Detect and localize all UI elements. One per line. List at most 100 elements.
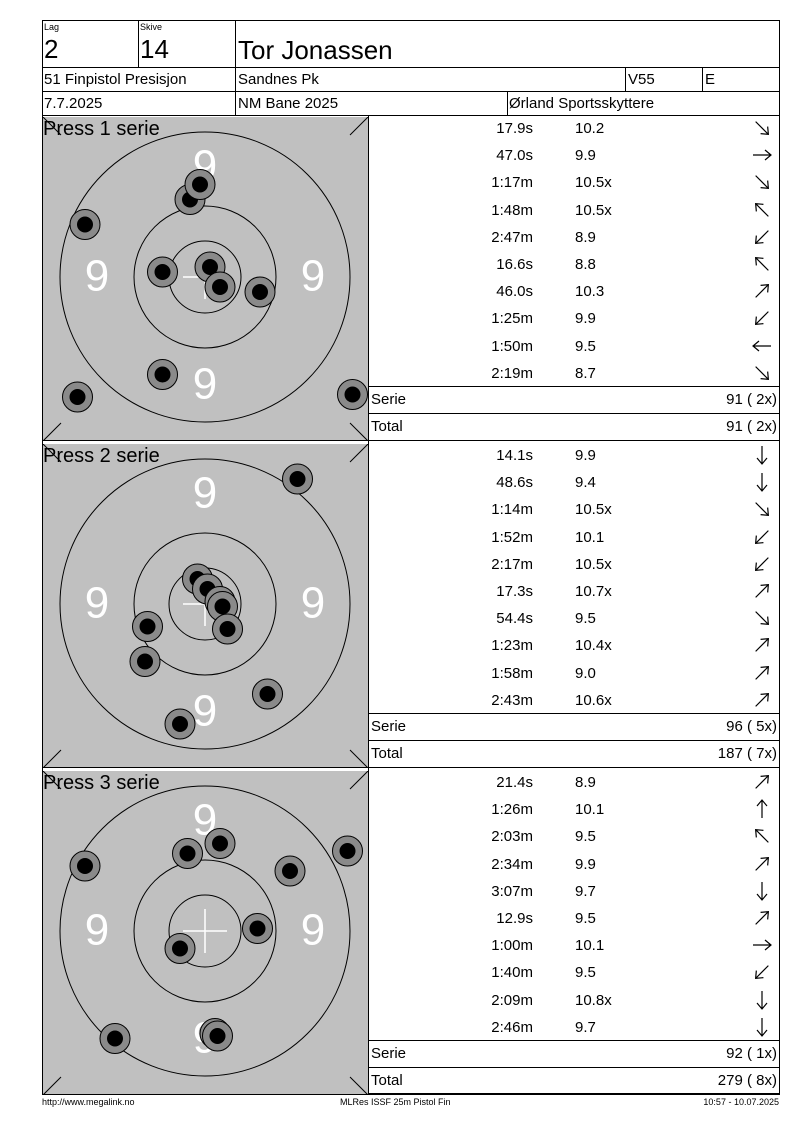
shot-score: 10.5x — [575, 174, 612, 192]
shot-time: 1:17m — [491, 174, 533, 192]
skive-value: 14 — [140, 34, 169, 64]
shot-hole — [204, 828, 236, 859]
shot-hole — [274, 855, 306, 887]
divider — [42, 1094, 780, 1095]
shot-time: 14.1s — [496, 447, 533, 464]
direction-arrow-icon — [754, 829, 769, 844]
shot-score: 8.9 — [575, 228, 596, 246]
serie-label: Serie — [371, 391, 407, 408]
serie-row: Serie 92 ( 1x) — [369, 1040, 779, 1067]
direction-arrow-icon — [754, 256, 769, 271]
shot-score: 8.8 — [575, 256, 596, 273]
event-name: 51 Finpistol Presisjon — [44, 71, 187, 88]
target-ring — [133, 859, 277, 1003]
shot-score: 9.5 — [575, 964, 596, 982]
ring-label: 9 — [193, 360, 217, 409]
divider — [138, 20, 139, 68]
footer-website[interactable]: http://www.megalink.no — [42, 1097, 135, 1107]
shot-hole — [202, 1020, 233, 1052]
shot-score: 10.1 — [575, 801, 605, 819]
corner-mark — [349, 771, 368, 790]
shot-time: 47.0s — [496, 147, 533, 165]
shot-time: 17.9s — [496, 120, 533, 137]
shot-score: 10.8x — [575, 991, 612, 1009]
lag-value: 2 — [44, 34, 59, 64]
shot-hole — [212, 613, 243, 645]
shot-hole — [337, 379, 368, 410]
direction-arrow-icon — [755, 774, 770, 789]
shot-time: 1:52m — [491, 528, 533, 546]
direction-arrow-icon — [756, 990, 768, 1010]
divider — [369, 413, 780, 414]
shot-hole — [332, 835, 363, 867]
shot-score: 9.5 — [575, 828, 596, 846]
shot-score: 10.6x — [575, 691, 612, 709]
direction-arrow-icon — [755, 284, 770, 298]
ring-label: 9 — [85, 579, 109, 628]
direction-arrow-icon — [754, 311, 769, 326]
serie-label: Serie — [371, 1045, 407, 1062]
corner-mark — [43, 771, 62, 790]
lag-label: Lag — [44, 22, 60, 32]
shot-time: 2:09m — [491, 991, 533, 1009]
ring-label: 9 — [193, 687, 217, 736]
serie-value: 92 ( 1x) — [726, 1045, 777, 1062]
shot-time: 12.9s — [496, 910, 533, 927]
divider — [625, 67, 626, 91]
corner-mark — [349, 117, 368, 136]
divider — [42, 440, 780, 441]
corner-mark — [43, 749, 62, 768]
target-ring — [59, 131, 351, 423]
shot-score: 9.5 — [575, 910, 596, 927]
shot-score: 9.0 — [575, 664, 596, 682]
category-value: E — [705, 71, 716, 88]
total-value: 279 ( 8x) — [717, 1072, 777, 1089]
direction-arrow-icon — [754, 965, 769, 980]
shot-hole — [99, 1023, 131, 1054]
direction-arrow-icon — [754, 202, 769, 217]
center-cross — [183, 909, 227, 953]
serie-label: Serie — [371, 718, 407, 735]
direction-arrow-icon — [755, 910, 770, 925]
shot-time: 2:43m — [491, 691, 533, 709]
corner-mark — [43, 422, 62, 441]
shot-row: 2:43m 10.6x — [369, 687, 779, 714]
shot-hole — [204, 271, 236, 303]
direction-arrow-icon — [753, 149, 772, 161]
shot-score: 10.1 — [575, 528, 605, 546]
shot-time: 1:58m — [491, 664, 533, 682]
shot-time: 1:25m — [491, 310, 533, 328]
shot-score: 9.4 — [575, 474, 596, 492]
direction-arrow-icon — [756, 881, 768, 901]
shot-time: 54.4s — [496, 610, 533, 628]
target-ring — [59, 458, 351, 750]
ring-label: 9 — [301, 252, 325, 301]
divider — [235, 20, 236, 116]
shot-time: 46.0s — [496, 283, 533, 301]
shot-score: 9.7 — [575, 882, 596, 900]
shot-score: 9.9 — [575, 147, 596, 165]
direction-arrow-icon — [754, 529, 769, 544]
shot-row: 2:09m 10.8x — [369, 987, 779, 1014]
shot-hole — [242, 913, 273, 944]
shot-score: 10.7x — [575, 583, 612, 600]
shot-hole — [282, 463, 313, 495]
divider — [702, 67, 703, 91]
organizer-name: Ørland Sportsskyttere — [509, 95, 655, 112]
shot-time: 2:19m — [491, 364, 533, 382]
ring-label: 9 — [301, 906, 325, 955]
result-card — [42, 20, 780, 1094]
total-value: 91 ( 2x) — [726, 418, 777, 435]
shot-hole — [147, 256, 178, 288]
direction-arrow-icon — [755, 502, 770, 517]
